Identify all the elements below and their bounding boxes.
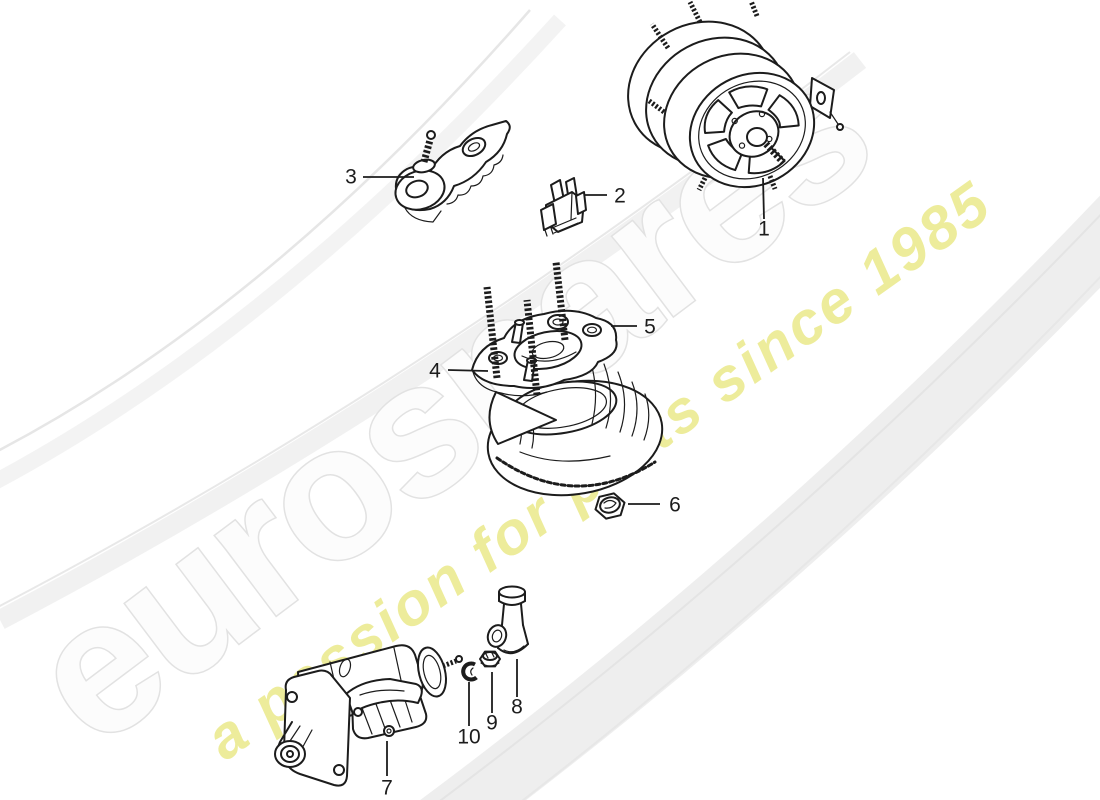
callout-label-4: 4	[429, 359, 441, 383]
part-drawing-pipe	[486, 585, 529, 655]
callout-label-7: 7	[381, 776, 393, 800]
part-drawing-bearing-plate-and-stator	[471, 261, 664, 497]
part-drawing-circlip	[461, 661, 478, 682]
part-drawing-starter-motor	[274, 644, 463, 787]
part-drawing-alternator	[627, 0, 844, 192]
part-drawing-voltage-regulator	[540, 177, 587, 237]
callout-label-2: 2	[614, 184, 626, 208]
callout-label-3: 3	[345, 165, 357, 189]
callout-label-9: 9	[486, 711, 498, 735]
callout-label-8: 8	[511, 695, 523, 719]
swoosh-decoration	[0, 9, 1100, 800]
callout-label-10: 10	[457, 725, 481, 749]
part-drawing-flange-nut	[479, 650, 501, 668]
part-drawing-bracket	[394, 120, 511, 223]
callout-leader-lines	[363, 176, 765, 776]
callout-label-1: 1	[758, 217, 770, 241]
part-drawing-hex-nut	[594, 492, 626, 520]
callout-label-5: 5	[644, 315, 656, 339]
callout-label-6: 6	[669, 493, 681, 517]
